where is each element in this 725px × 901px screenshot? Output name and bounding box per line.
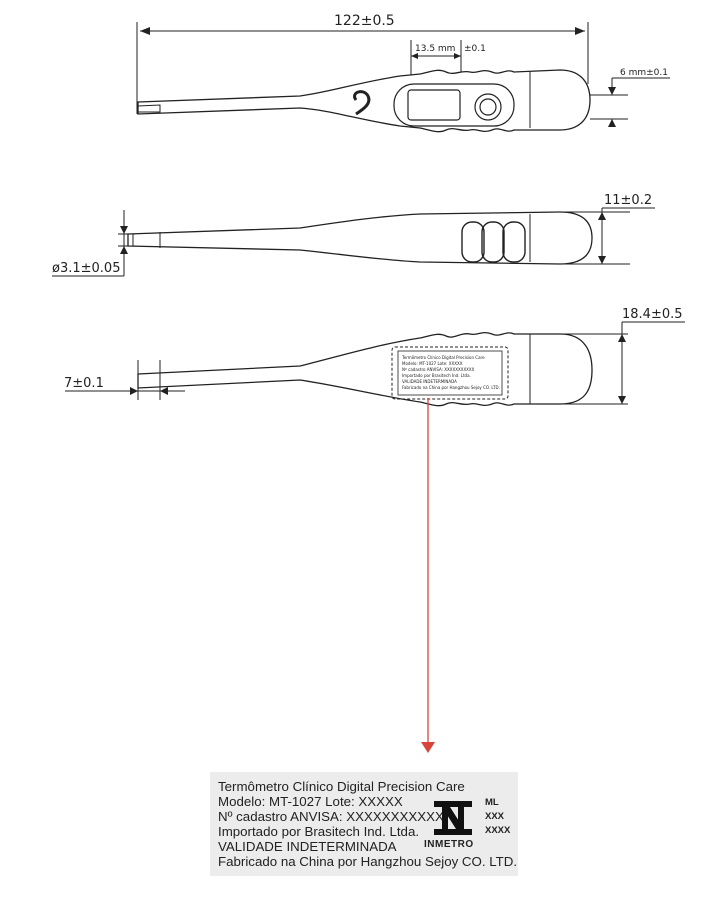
label-code-xxx: XXX xyxy=(485,811,505,822)
thickness-dimension: 11±0.2 xyxy=(604,193,652,208)
length-dimension: 122±0.5 xyxy=(334,13,395,29)
diameter-dimension: ø3.1±0.05 xyxy=(52,261,120,276)
probe-length-dimension: 7±0.1 xyxy=(64,376,104,391)
display-tolerance: ±0.1 xyxy=(464,44,486,54)
label-code-ml: ML xyxy=(485,797,499,808)
thermometer-side-view: ø3.1±0.05 11±0.2 xyxy=(52,193,655,277)
label-line-3: Nº cadastro ANVISA: XXXXXXXXXXX xyxy=(218,809,444,824)
label-line-4: Importado por Brasitech Ind. Ltda. xyxy=(218,824,420,839)
mini-label-line2: Modelo: MT-1027 Lote: XXXXX xyxy=(402,361,463,366)
inmetro-logo-icon xyxy=(434,801,472,835)
label-line-6: Fabricado na China por Hangzhou Sejoy CO… xyxy=(218,854,518,869)
body-width-dimension: 18.4±0.5 xyxy=(622,307,683,322)
thermometer-bottom-view: Termômetro Clínico Digital Precision Car… xyxy=(64,307,685,407)
mini-label-line4: Importado por Brasitech Ind. Ltda. xyxy=(402,373,471,378)
display-width-dimension: 13.5 mm xyxy=(415,44,455,54)
label-line-1: Termômetro Clínico Digital Precision Car… xyxy=(218,779,465,794)
label-code-xxxx: XXXX xyxy=(485,825,511,836)
mini-label-line1: Termômetro Clínico Digital Precision Car… xyxy=(401,355,485,360)
mini-label-line3: Nº cadastro ANVISA: XXXXXXXXXXX xyxy=(402,367,475,372)
product-label: Termômetro Clínico Digital Precision Car… xyxy=(210,772,518,876)
mini-label-line5: VALIDADE INDETERMINADA xyxy=(402,379,457,384)
tip-height-dimension: 6 mm±0.1 xyxy=(620,68,668,78)
thermometer-top-view: 122±0.5 13.5 mm ±0.1 6 mm±0.1 xyxy=(136,13,670,133)
callout-arrow-head xyxy=(421,742,435,753)
label-line-5: VALIDADE INDETERMINADA xyxy=(218,839,397,854)
inmetro-mark: INMETRO xyxy=(424,839,474,850)
label-line-2: Modelo: MT-1027 Lote: XXXXX xyxy=(218,794,403,809)
mini-label-line6: Fabricado na China por Hangzhou Sejoy CO… xyxy=(402,385,500,390)
